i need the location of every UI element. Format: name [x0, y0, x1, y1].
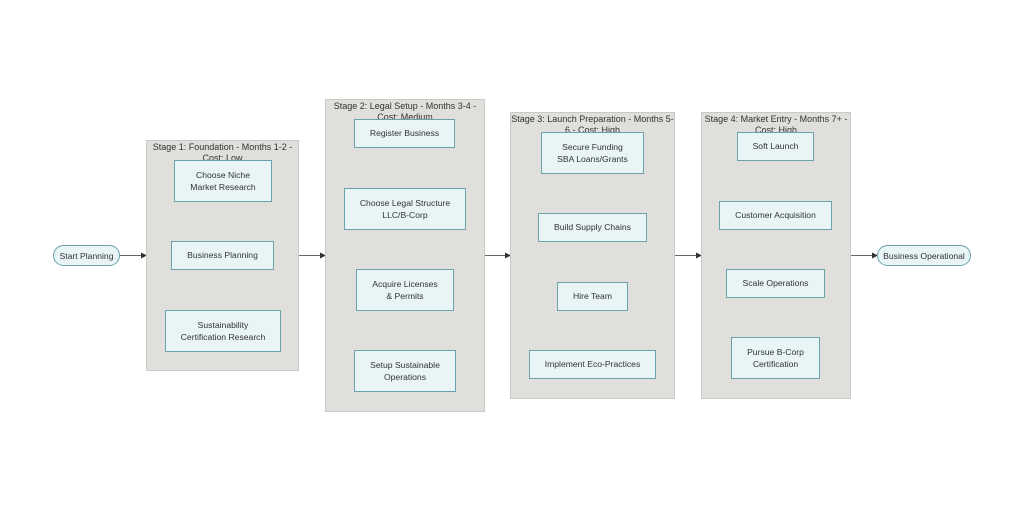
step-legal-structure[interactable]: Choose Legal Structure LLC/B-Corp	[344, 188, 466, 230]
step-secure-funding[interactable]: Secure Funding SBA Loans/Grants	[541, 132, 644, 174]
step-business-planning[interactable]: Business Planning	[171, 241, 274, 270]
step-licenses-permits[interactable]: Acquire Licenses & Permits	[356, 269, 454, 311]
step-sustainability-research[interactable]: Sustainability Certification Research	[165, 310, 281, 352]
step-scale-operations[interactable]: Scale Operations	[726, 269, 825, 298]
step-bcorp-certification[interactable]: Pursue B-Corp Certification	[731, 337, 820, 379]
end-node[interactable]: Business Operational	[877, 245, 971, 266]
stage-1-title: Stage 1: Foundation - Months 1-2 - Cost:…	[152, 142, 293, 163]
step-choose-niche[interactable]: Choose Niche Market Research	[174, 160, 272, 202]
stage-3-title: Stage 3: Launch Preparation - Months 5-6…	[511, 114, 674, 135]
start-node[interactable]: Start Planning	[53, 245, 120, 266]
step-sustainable-operations[interactable]: Setup Sustainable Operations	[354, 350, 456, 392]
step-hire-team[interactable]: Hire Team	[557, 282, 628, 311]
stage-4-title: Stage 4: Market Entry - Months 7+ - Cost…	[704, 114, 848, 135]
step-register-business[interactable]: Register Business	[354, 119, 455, 148]
step-supply-chains[interactable]: Build Supply Chains	[538, 213, 647, 242]
step-customer-acquisition[interactable]: Customer Acquisition	[719, 201, 832, 230]
step-soft-launch[interactable]: Soft Launch	[737, 132, 814, 161]
step-eco-practices[interactable]: Implement Eco-Practices	[529, 350, 656, 379]
stage-2-title: Stage 2: Legal Setup - Months 3-4 - Cost…	[333, 101, 477, 122]
